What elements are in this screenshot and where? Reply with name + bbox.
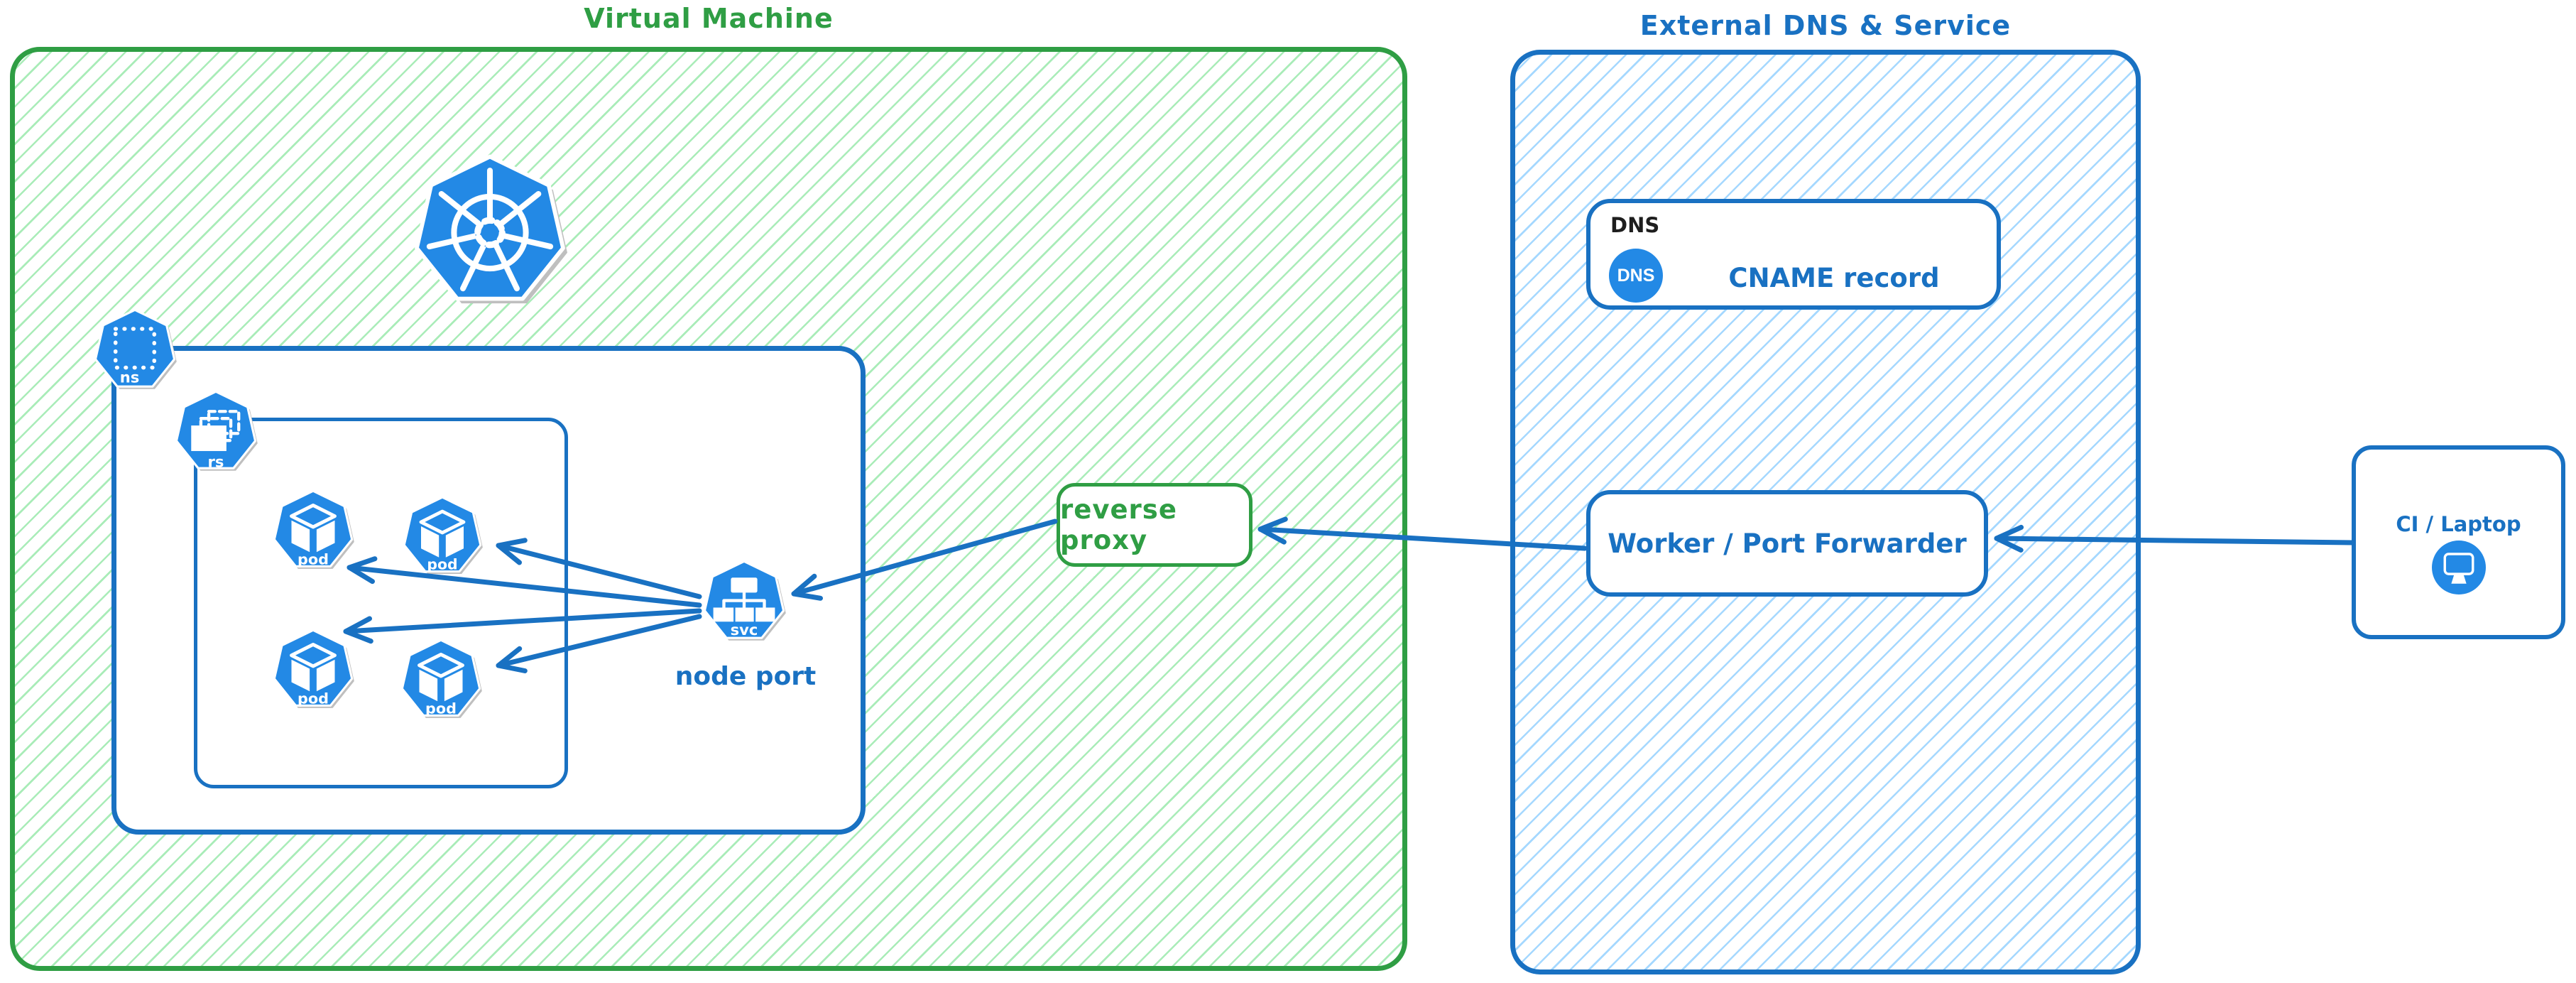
- replicaset-icon-label: rs: [208, 452, 224, 470]
- namespace-icon-label: ns: [120, 369, 140, 386]
- service-icon: svc: [703, 560, 786, 641]
- namespace-icon: ns: [94, 308, 177, 389]
- pod-icon: pod: [273, 629, 354, 708]
- external-dns-title: External DNS & Service: [1639, 10, 2012, 41]
- pod-icon-label: pod: [298, 550, 329, 567]
- pod-icon: pod: [273, 489, 354, 569]
- pod-icon-label: pod: [298, 690, 329, 707]
- cname-record-label: CNAME record: [1728, 263, 1940, 293]
- pod-icon: pod: [400, 639, 482, 718]
- virtual-machine-title: Virtual Machine: [584, 3, 834, 34]
- ci-laptop-box: CI / Laptop: [2352, 445, 2565, 639]
- worker-port-forwarder-box: Worker / Port Forwarder: [1586, 490, 1988, 597]
- pod-icon-label: pod: [425, 700, 457, 717]
- reverse-proxy-box: reverse proxy: [1057, 483, 1252, 567]
- pod-icon-label: pod: [427, 556, 457, 573]
- node-port-caption: node port: [675, 662, 817, 691]
- replicaset-icon: rs: [175, 390, 258, 471]
- monitor-icon: [2431, 541, 2486, 594]
- dns-record-card: DNS DNS CNAME record: [1586, 199, 2001, 310]
- dns-badge-icon: DNS: [1609, 249, 1663, 303]
- ci-laptop-label: CI / Laptop: [2396, 512, 2521, 536]
- reverse-proxy-label: reverse proxy: [1060, 494, 1177, 555]
- dns-tag-label: DNS: [1610, 213, 1660, 237]
- pod-icon: pod: [403, 496, 483, 574]
- dns-badge-label: DNS: [1617, 265, 1655, 286]
- kubernetes-logo-icon: [415, 154, 568, 304]
- service-icon-label: svc: [731, 621, 758, 639]
- monitor-icon-glyph: [2443, 553, 2474, 584]
- worker-port-forwarder-label: Worker / Port Forwarder: [1608, 528, 1967, 559]
